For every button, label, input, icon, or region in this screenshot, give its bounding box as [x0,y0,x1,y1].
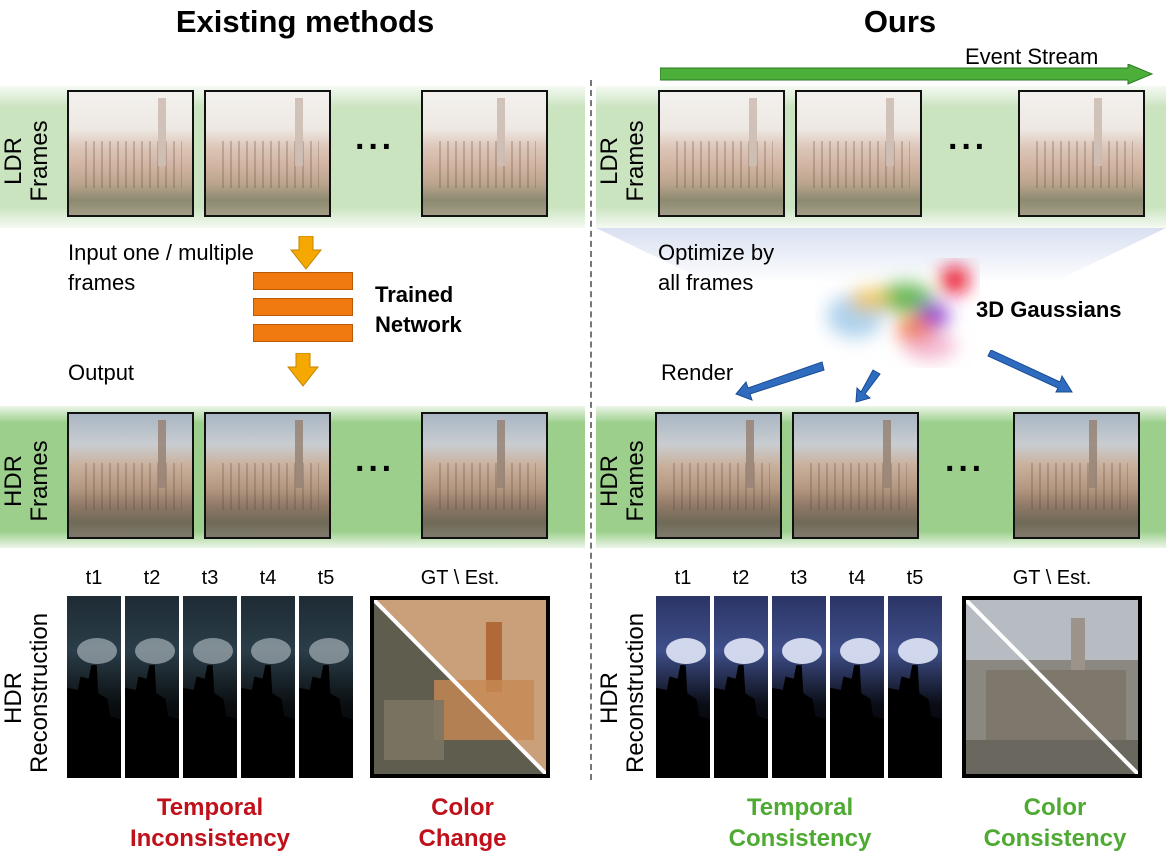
left-recon-strip-5 [299,596,353,778]
time-label: t5 [317,567,335,589]
left-ldr-frame-2 [204,90,331,217]
left-output-text: Output [68,360,135,385]
strip-divider [179,596,183,778]
time-label: t1 [674,567,692,589]
network-layer-3 [253,324,353,342]
gaussians-label: 3D Gaussians [976,297,1122,322]
right-recon-strip-2 [714,596,768,778]
left-ldr-frame-1 [67,90,194,217]
right-gt-label: GT \ Est. [1012,567,1092,589]
network-layer-2 [253,298,353,316]
strip-divider [826,596,830,778]
strip-divider [884,596,888,778]
render-arrows [735,350,1073,403]
right-recon-strip-3 [772,596,826,778]
strip-divider [768,596,772,778]
right-hdr-ellipsis: ··· [945,450,985,488]
right-recon-strip-1 [656,596,710,778]
right-gt-comparison [962,596,1142,778]
down-arrow-icon [287,353,319,387]
left-ldr-ellipsis: ··· [355,128,395,166]
strip-divider [121,596,125,778]
right-hdr-frame-2 [792,412,919,539]
event-stream-label: Event Stream [965,44,1099,69]
network-layer-1 [253,272,353,290]
right-ldr-frame-2 [795,90,922,217]
strip-divider [710,596,714,778]
left-ldr-frame-3 [421,90,548,217]
time-label: t4 [848,567,866,589]
strip-divider [295,596,299,778]
left-recon-strip-3 [183,596,237,778]
left-gt-comparison [370,596,550,778]
left-title: Existing methods [175,4,435,39]
left-hdr-frame-1 [67,412,194,539]
time-label: t3 [201,567,219,589]
right-hdr-frame-1 [655,412,782,539]
right-recon-strip-5 [888,596,942,778]
time-label: t5 [906,567,924,589]
event-stream-arrow [660,64,1154,85]
right-ldr-frame-1 [658,90,785,217]
down-arrow-icon [290,236,322,270]
time-label: t1 [85,567,103,589]
left-hdr-frame-3 [421,412,548,539]
left-recon-strip-1 [67,596,121,778]
panel-divider [590,80,592,780]
right-ldr-frame-3 [1018,90,1145,217]
time-label: t3 [790,567,808,589]
left-hdr-ellipsis: ··· [355,450,395,488]
time-label: t4 [259,567,277,589]
left-hdr-frame-2 [204,412,331,539]
right-ldr-ellipsis: ··· [948,128,988,166]
right-hdr-frame-3 [1013,412,1140,539]
time-label: t2 [732,567,750,589]
gaussians-blob [827,266,969,360]
left-recon-strip-4 [241,596,295,778]
left-gt-label: GT \ Est. [420,567,500,589]
right-recon-strip-4 [830,596,884,778]
left-recon-strip-2 [125,596,179,778]
strip-divider [237,596,241,778]
time-label: t2 [143,567,161,589]
right-title: Ours [863,4,937,39]
render-text: Render [661,360,734,385]
